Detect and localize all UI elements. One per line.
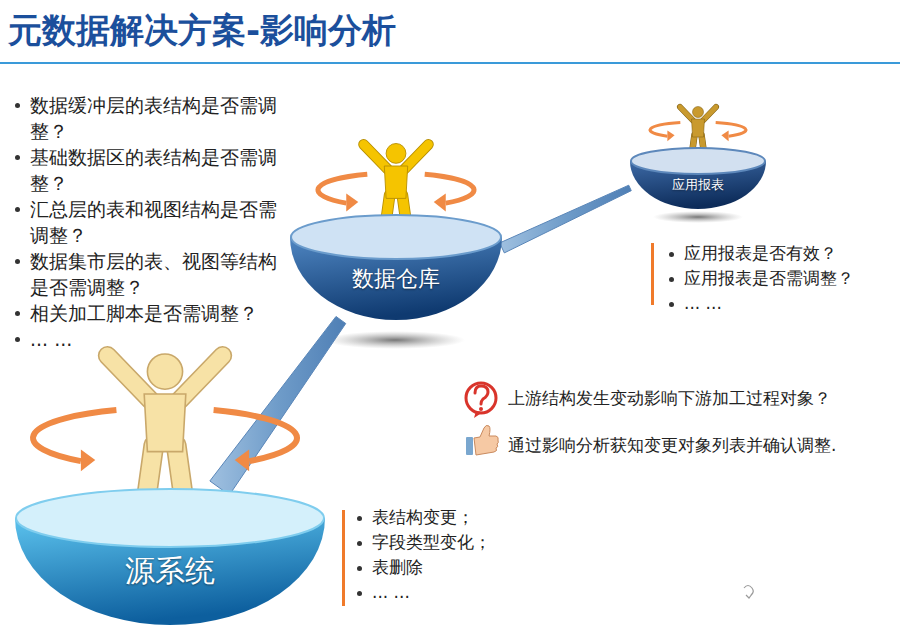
ring-arrow-head	[81, 450, 95, 472]
bullet-text: 应用报表是否需调整？	[684, 266, 894, 291]
ring-arrow-head	[346, 193, 358, 211]
bullet-text: 数据缓冲层的表结构是否需调整？	[30, 92, 292, 144]
ring-arrow-head	[235, 450, 249, 472]
bullet-text: 相关加工脚本是否需调整？	[30, 300, 292, 326]
bullet-dot	[357, 591, 362, 596]
ring-arc	[214, 410, 297, 461]
figure-torso	[692, 119, 705, 137]
bullet-text: 基础数据区的表结构是否需调整？	[30, 144, 292, 196]
title-rule	[0, 62, 900, 64]
bullet-dot	[357, 566, 362, 571]
bullet-text: 应用报表是否有效？	[684, 241, 894, 266]
thumbs-up-icon	[466, 425, 498, 455]
bullet-text: ... ...	[684, 291, 894, 316]
question-icon	[466, 383, 496, 418]
note-text: 通过影响分析获知变更对象列表并确认调整.	[508, 433, 893, 457]
bowl-body: 应用报表	[630, 161, 766, 209]
bullet-dot	[15, 103, 20, 108]
watermark-icon	[744, 586, 753, 599]
bullet-dot	[15, 259, 20, 264]
note-text: 上游结构发生变动影响下游加工过程对象？	[508, 386, 893, 410]
bullet-text: 字段类型变化；	[372, 530, 612, 555]
ring-arc	[650, 123, 680, 137]
bullet-dot	[15, 207, 20, 212]
bullet-dot	[15, 311, 20, 316]
bullet-text: 汇总层的表和视图结构是否需调整？	[30, 196, 292, 248]
bullet-text: 数据集市层的表、视图等结构是否需调整？	[30, 248, 292, 300]
bowl-node: 源系统	[15, 488, 325, 625]
beam	[210, 316, 346, 495]
bullet-text: ... ...	[30, 326, 292, 352]
ring-arc	[716, 123, 746, 137]
bowl-shadow	[325, 331, 465, 349]
figure-head	[386, 144, 406, 164]
bullet-text: 表删除	[372, 555, 612, 580]
bowl-label: 数据仓库	[352, 264, 440, 294]
bowl-rim	[16, 489, 324, 547]
person-figure	[107, 354, 222, 503]
ring-arc	[33, 410, 116, 461]
person-figure	[680, 107, 716, 154]
figure-head	[147, 354, 182, 389]
bullet-dot	[357, 516, 362, 521]
bullet-text: 表结构变更；	[372, 505, 612, 530]
bowl-node: 应用报表	[630, 147, 766, 209]
bowl-label: 源系统	[125, 551, 215, 592]
beam	[500, 185, 632, 253]
bowl-node: 数据仓库	[290, 214, 502, 320]
bullet-dot	[15, 155, 20, 160]
bullet-dot	[669, 277, 674, 282]
bullet-dot	[669, 302, 674, 307]
bowl-rim	[291, 215, 501, 259]
bullet-text: ... ...	[372, 580, 612, 605]
bullet-dot	[669, 252, 674, 257]
ring-arrow-head	[667, 130, 674, 141]
page-title: 元数据解决方案-影响分析	[8, 8, 396, 54]
ring-arc	[425, 174, 474, 203]
bowl-shadow	[653, 211, 743, 223]
beam-connector	[210, 316, 346, 495]
bowl-body: 数据仓库	[290, 237, 502, 320]
beam-connector	[500, 185, 632, 253]
ring-arrow-head	[434, 193, 446, 211]
bullet-dot	[357, 541, 362, 546]
list-bracket	[651, 243, 654, 305]
figure-torso	[384, 166, 407, 198]
list-bracket	[342, 510, 345, 606]
figure-torso	[144, 394, 186, 452]
bowl-rim	[631, 148, 765, 174]
ring-arc	[318, 174, 367, 203]
ring-arrow-head	[721, 130, 728, 141]
bullet-dot	[15, 337, 20, 342]
figure-head	[693, 107, 704, 118]
bowl-body: 源系统	[15, 518, 325, 625]
bowl-label: 应用报表	[672, 176, 724, 194]
